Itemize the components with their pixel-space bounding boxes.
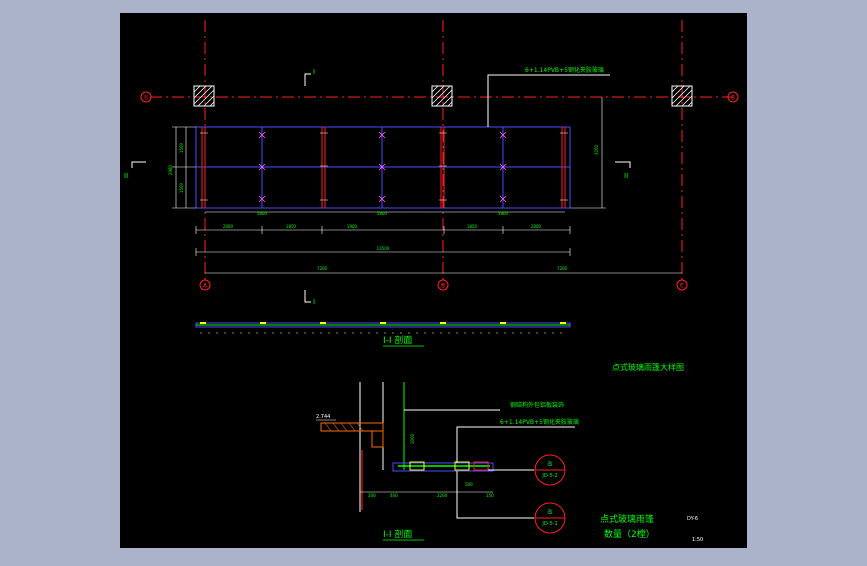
section-mark-top (304, 73, 311, 86)
plan-title: 点式玻璃雨篷大样图 (612, 362, 684, 372)
detail-dim-3: 2200 (437, 493, 448, 498)
beam-ticks (200, 132, 568, 201)
section-title-1: I-I 剖面 (383, 334, 412, 346)
axis-bubble-right (727, 91, 739, 103)
axis-bubble-left (140, 91, 152, 103)
dim-left-height: 2980 (168, 164, 173, 175)
dim-bay-2: 7200 (557, 266, 568, 271)
dim-inner-1: 5800 (257, 211, 268, 216)
steel-beams (201, 127, 566, 208)
axis-bubble-a (199, 279, 211, 291)
spider-fittings (258, 131, 507, 203)
section-title-2: I-I 剖面 (383, 528, 412, 540)
detail-callout-1: B JD-5-2 (534, 454, 566, 486)
axis-label-b: B (441, 283, 445, 290)
dim-left-top: 1500 (179, 142, 184, 153)
elevation-mark: 2.744 (316, 414, 330, 420)
section-mark-bottom-label: I (313, 298, 315, 306)
dim-row1-ticks (195, 226, 571, 234)
callout-2-bottom: JD-5-1 (541, 521, 557, 527)
stone-note: 钢结构外包铝板装饰 (510, 401, 564, 409)
dim-inner-3: 5800 (498, 211, 509, 216)
dim-row1-3: 1900 (347, 224, 358, 229)
glass-note-top: 6+1.14PVB+5钢化夹胶玻璃 (525, 66, 604, 74)
left-dim-lines (172, 126, 196, 209)
dim-row1-4: 1850 (467, 224, 478, 229)
summary-line-1: 点式玻璃雨篷 (600, 513, 654, 525)
canopy-detail (392, 462, 494, 472)
detail-dim-4: 150 (486, 493, 494, 498)
beam-end (371, 430, 384, 448)
axis-bubble-c (676, 279, 688, 291)
glass-note-leader (487, 74, 610, 127)
detail-dim-6: 1000 (410, 433, 415, 444)
axis-label-top-right: 8 (731, 95, 735, 102)
section-mark-bottom (304, 290, 311, 303)
detail-callout-2: B JD-5-1 (534, 502, 566, 534)
detail-dim-1: 200 (368, 493, 376, 498)
section-mark-top-label: I (313, 68, 315, 76)
callout-1-bottom: JD-5-2 (541, 473, 557, 479)
section-mark-right-label: II (624, 172, 628, 180)
plan-view: 6 8 I I I (124, 20, 739, 306)
dim-right-height: 3200 (594, 144, 599, 155)
sheet-number: DY-6 (687, 516, 698, 522)
column-middle (431, 85, 453, 107)
callout-2-top: B (548, 509, 552, 516)
glass-note-detail: 6+1.14PVB+5钢化夹胶玻璃 (500, 418, 579, 426)
dim-left-bottom: 1500 (179, 182, 184, 193)
dim-row1-5: 2000 (531, 224, 542, 229)
right-dim-lines (570, 97, 606, 209)
detail-dim-2: 400 (390, 493, 398, 498)
axis-label-c: C (680, 283, 684, 290)
column-right (671, 85, 693, 107)
section-strip (195, 322, 571, 334)
fitting-3 (473, 461, 489, 471)
summary-line-2: 数量（2樘） (604, 528, 655, 540)
section-strip-fittings (200, 322, 566, 324)
axis-label-top-left: 6 (144, 95, 148, 102)
detail-section: 2.744 钢结构外包铝板装饰 6+1.14PVB+5钢化夹胶玻璃 200 40… (316, 382, 579, 519)
section-mark-right (615, 161, 631, 168)
callout-1-top: B (548, 461, 552, 468)
axis-label-a: A (203, 283, 208, 290)
dim-bay-1: 7200 (317, 266, 328, 271)
glass-detail-leader (456, 426, 575, 463)
fitting-2 (454, 461, 470, 471)
dim-row1-1: 2000 (223, 224, 234, 229)
detail-dim-5: 500 (465, 482, 473, 487)
axis-bubble-b (437, 279, 449, 291)
fitting-1 (409, 461, 425, 471)
drawing-scale: 1:50 (692, 537, 703, 543)
dim-total: 11500 (377, 246, 390, 251)
section-mark-left-label: II (124, 172, 128, 180)
column-left (193, 85, 215, 107)
callout-leader-2 (456, 471, 534, 519)
dim-inner-2: 5800 (377, 211, 388, 216)
slab (320, 422, 384, 432)
dim-row1-2: 1850 (286, 224, 297, 229)
section-mark-left (131, 161, 146, 168)
